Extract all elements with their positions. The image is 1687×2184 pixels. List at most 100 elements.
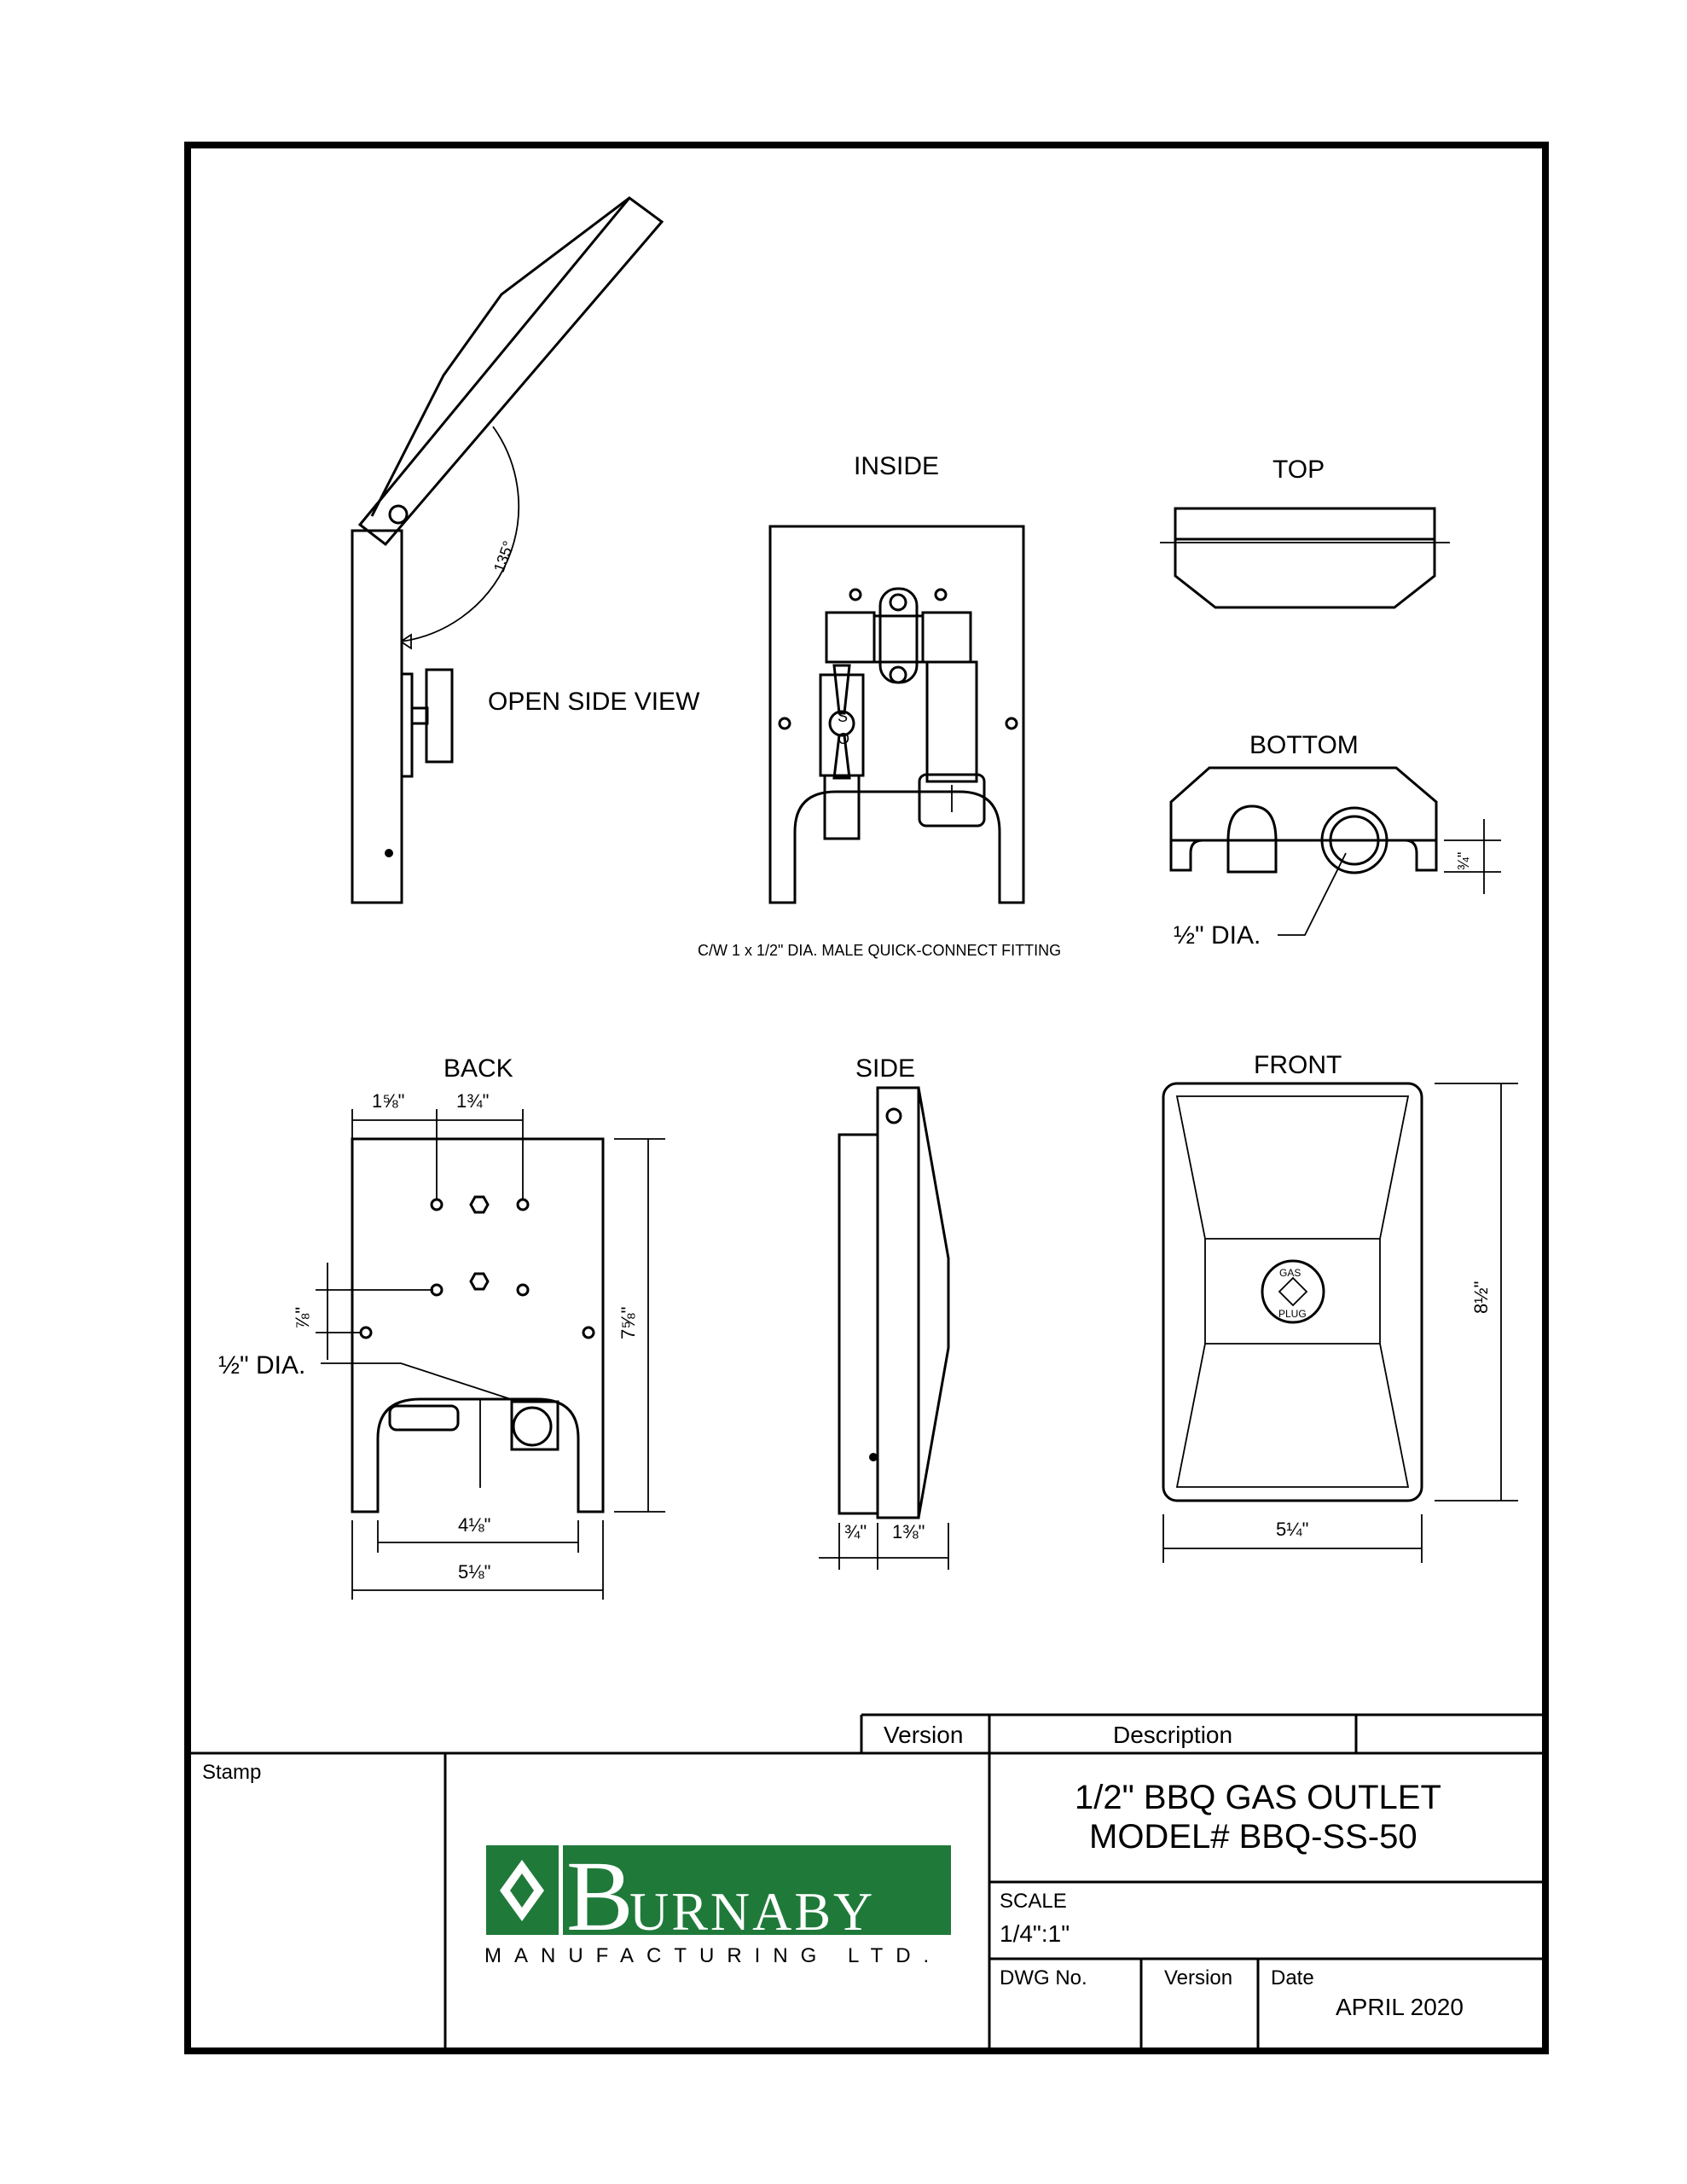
gas-plug-text-bottom: PLUG: [1278, 1308, 1307, 1320]
back-outline: [351, 1137, 605, 1513]
back-fitting-circle: [512, 1406, 553, 1447]
open-side-screw: [385, 849, 393, 857]
inside-manifold-right: [921, 611, 972, 664]
drawing-title-line2: MODEL# BBQ-SS-50: [1089, 1818, 1417, 1856]
tb-stamp-label: Stamp: [202, 1761, 261, 1784]
bottom-half-dia: ½" DIA.: [1174, 921, 1261, 950]
side-lid: [876, 1086, 920, 1519]
tb-date-value: APRIL 2020: [1336, 1994, 1464, 2020]
burnaby-logo: B URNABY MANUFACTURING LTD.: [484, 1840, 951, 1967]
top-label: TOP: [1272, 456, 1325, 484]
open-side-knob: [425, 668, 454, 764]
inside-bracket-bolt-bottom: [889, 665, 907, 684]
front-panel-inner: [1175, 1095, 1410, 1488]
side-screw: [869, 1453, 878, 1461]
back-hole-2: [516, 1198, 530, 1211]
tb-scale-label: SCALE: [1000, 1890, 1067, 1913]
gas-plug-diamond: [1278, 1276, 1308, 1307]
back-dim-five-one-eighth: 5⅛": [458, 1561, 490, 1583]
side-dim-one-three-eighths: 1⅜": [892, 1521, 925, 1542]
back-slot: [388, 1404, 460, 1432]
inside-connector-body: [925, 660, 978, 783]
bottom-body: [1169, 766, 1438, 842]
open-side-view-label: OPEN SIDE VIEW: [488, 688, 700, 716]
open-side-angle-arc: [400, 426, 520, 642]
tb-date-label: Date: [1271, 1966, 1314, 1989]
bottom-fitting-outer: [1320, 806, 1388, 874]
inside-valve-fitting: [823, 774, 861, 840]
inside-hole-right: [1005, 717, 1018, 730]
front-view: FRONT GAS PLUG 8½" 5¼": [1162, 1051, 1518, 1563]
top-rim: [1174, 507, 1436, 541]
side-hinge: [885, 1107, 902, 1124]
inside-manifold-left: [825, 611, 876, 664]
inside-bracket-bolt-top: [889, 593, 907, 612]
back-hole-1: [430, 1198, 443, 1211]
inside-valve-mark-o: O: [838, 730, 849, 747]
logo-diamond-inner: [510, 1873, 534, 1908]
side-label: SIDE: [855, 1054, 915, 1083]
back-half-dia: ½" DIA.: [218, 1351, 305, 1380]
front-label: FRONT: [1254, 1051, 1342, 1079]
top-view: TOP: [1160, 456, 1450, 609]
inside-hole-left: [778, 717, 791, 730]
open-side-angle-arrow: [400, 633, 412, 650]
open-side-lid: [357, 195, 664, 547]
back-dim-seven-five-eighths: 7⅝": [617, 1307, 639, 1339]
bottom-view: BOTTOM ¾" ½" DIA.: [1169, 731, 1501, 950]
inside-connector-collar: [918, 773, 986, 828]
inside-outline: [768, 525, 1025, 904]
bottom-label: BOTTOM: [1249, 731, 1359, 759]
back-nut-1: [469, 1195, 490, 1214]
inside-note: C/W 1 x 1/2" DIA. MALE QUICK-CONNECT FIT…: [698, 942, 1061, 959]
back-nut-2: [469, 1272, 490, 1291]
front-dim-five-quarter: 5¼": [1276, 1519, 1308, 1540]
back-hole-5: [359, 1326, 373, 1339]
open-side-hinge: [388, 504, 409, 525]
open-side-box: [351, 529, 403, 904]
back-label: BACK: [443, 1054, 513, 1083]
inside-valve-body: [819, 673, 865, 777]
inside-valve-handle: [832, 664, 851, 715]
open-side-view: 135° OPEN SIDE VIEW: [351, 195, 700, 904]
back-hole-6: [582, 1326, 595, 1339]
back-leader: [321, 1362, 519, 1403]
inside-label: INSIDE: [854, 452, 939, 480]
open-side-knob-stem: [410, 706, 429, 725]
side-view: SIDE ¾" 1⅜": [819, 1054, 950, 1570]
logo-subtitle: MANUFACTURING LTD.: [484, 1944, 942, 1967]
inside-hole-tr: [934, 588, 948, 601]
back-hole-4: [516, 1283, 530, 1297]
bottom-fitting-inner: [1329, 815, 1380, 866]
back-fitting-box: [510, 1400, 559, 1451]
inside-manifold-center: [872, 614, 925, 664]
tb-dwg-label: DWG No.: [1000, 1966, 1087, 1989]
back-view: BACK 1⅝" 1¾" ⅞" 7⅝" ½" DIA.: [218, 1054, 665, 1600]
tb-version-header: Version: [884, 1722, 963, 1748]
tb-scale-value: 1/4":1": [1000, 1920, 1070, 1947]
logo-initial: B: [566, 1840, 634, 1952]
front-dim-eight-half: 8½": [1470, 1281, 1492, 1314]
logo-name: URNABY: [629, 1881, 875, 1942]
top-body: [1174, 537, 1436, 609]
open-side-knob-base: [400, 672, 414, 778]
bottom-legs: [1169, 839, 1438, 872]
inside-view: INSIDE S O: [768, 452, 1025, 904]
inside-hole-tl: [849, 588, 862, 601]
back-dim-four-one-eighth: 4⅛": [458, 1514, 490, 1536]
title-block: Version Description Stamp B URNABY MANUF…: [188, 1713, 1545, 2051]
back-dim-one-three-quarter: 1¾": [456, 1090, 489, 1112]
bottom-slot: [1226, 804, 1278, 874]
tb-version-label: Version: [1164, 1966, 1232, 1989]
drawing-border: [184, 142, 1549, 2054]
front-outline: [1162, 1082, 1423, 1502]
side-lid-taper: [917, 1087, 950, 1519]
drawing-title-line1: 1/2" BBQ GAS OUTLET: [1075, 1779, 1441, 1816]
open-side-angle-label: 135°: [490, 539, 518, 575]
bottom-dim-three-quarter: ¾": [1455, 852, 1472, 870]
bottom-leader: [1278, 852, 1347, 936]
logo-green-box-right: [563, 1845, 951, 1935]
back-dim-one-five-eighths: 1⅝": [372, 1090, 404, 1112]
inside-valve-handle-lower: [832, 734, 851, 780]
